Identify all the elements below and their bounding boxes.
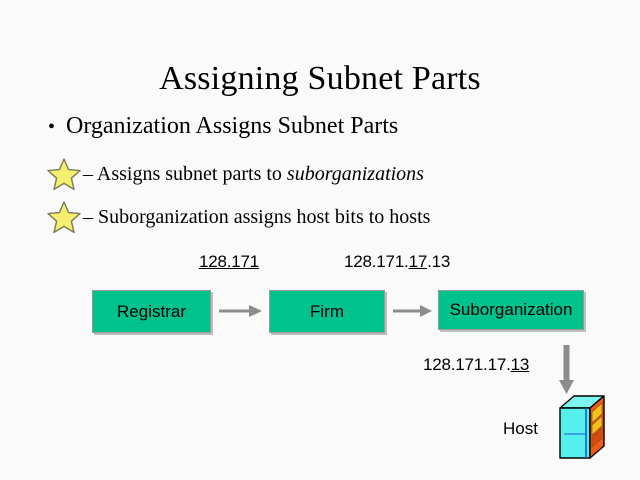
- sub-bullet-text-2: Suborganization assigns host bits to hos…: [98, 205, 431, 228]
- page-title: Assigning Subnet Parts: [159, 60, 481, 97]
- star-icon: [47, 158, 81, 191]
- bullet-item-organization: • Organization Assigns Subnet Parts: [48, 113, 398, 140]
- sub-bullet-text-1: Assigns subnet parts to: [96, 162, 287, 185]
- address-part-underlined: 13: [510, 355, 530, 374]
- process-box-firm[interactable]: Firm: [269, 290, 385, 333]
- process-box-suborganization[interactable]: Suborganization: [438, 290, 584, 330]
- address-label-registrar: 128.171: [199, 252, 259, 272]
- sub-bullet-dash-2: –: [83, 205, 98, 228]
- address-label-firm: 128.171.17.13: [344, 252, 450, 272]
- server-tower-icon: [559, 395, 605, 459]
- address-part-pre: 128.171.: [344, 252, 409, 271]
- address-part-underlined: 17: [408, 252, 428, 271]
- sub-bullet-dash-1: –: [83, 162, 97, 185]
- bullet-item-label: Organization Assigns Subnet Parts: [66, 113, 399, 139]
- host-label: Host: [503, 419, 538, 438]
- sub-bullet-label-2: – Suborganization assigns host bits to h…: [83, 206, 430, 229]
- address-part-post: .13: [427, 252, 451, 271]
- sub-bullet-emphasis-1: suborganizations: [286, 162, 424, 185]
- sub-bullet-item-suborganization-assigns: – Suborganization assigns host bits to h…: [46, 200, 430, 234]
- bullet-marker-icon: •: [48, 116, 56, 138]
- process-box-registrar[interactable]: Registrar: [92, 290, 211, 333]
- address-part-underlined: 128.171: [199, 252, 260, 271]
- sub-bullet-label-1: – Assigns subnet parts to suborganizatio…: [83, 163, 424, 186]
- address-part-pre: 128.171.17.: [423, 355, 511, 374]
- arrow-down-icon: [559, 345, 574, 394]
- address-label-host: 128.171.17.13: [423, 355, 529, 375]
- arrow-right-icon: [393, 305, 432, 317]
- star-icon: [47, 201, 81, 234]
- sub-bullet-item-assigns-subnet-parts: – Assigns subnet parts to suborganizatio…: [46, 157, 424, 191]
- arrow-right-icon: [219, 305, 262, 317]
